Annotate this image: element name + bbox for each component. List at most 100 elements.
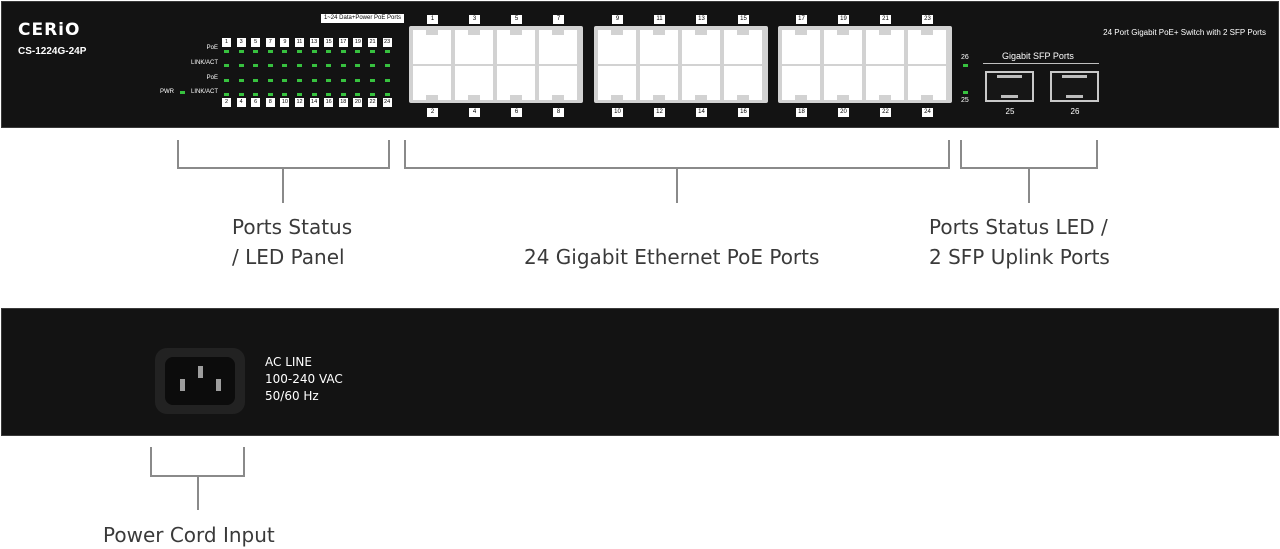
rj45-port-18[interactable] — [782, 66, 820, 100]
sfp-port-number: 26 — [1070, 107, 1080, 116]
led-port-number: 23 — [382, 38, 392, 47]
status-led — [297, 64, 302, 67]
port-number: 1 — [427, 15, 438, 24]
sfp-title-divider — [983, 63, 1099, 64]
rj45-port-3[interactable] — [455, 30, 493, 64]
status-led — [370, 64, 375, 67]
sfp-led-label-25: 25 — [961, 97, 969, 104]
status-led — [355, 50, 361, 53]
led-panel-bracket — [177, 140, 390, 169]
port-block-1 — [409, 26, 583, 103]
status-led — [311, 79, 317, 82]
status-led — [311, 93, 317, 96]
ac-voltage-label: 100-240 VAC — [265, 372, 343, 386]
led-port-number: 18 — [338, 98, 348, 107]
ac-frequency-label: 50/60 Hz — [265, 389, 319, 403]
led-port-number: 10 — [280, 98, 290, 107]
rj45-port-5[interactable] — [497, 30, 535, 64]
rj45-port-6[interactable] — [497, 66, 535, 100]
rj45-port-13[interactable] — [682, 30, 720, 64]
led-label-poe-top: PoE — [206, 45, 218, 51]
rj45-port-12[interactable] — [640, 66, 678, 100]
port-number: 9 — [612, 15, 623, 24]
led-port-number: 3 — [236, 38, 246, 47]
led-port-number: 15 — [324, 38, 334, 47]
status-led — [340, 79, 346, 82]
rj45-port-20[interactable] — [824, 66, 862, 100]
rj45-port-14[interactable] — [682, 66, 720, 100]
sfp-port-26[interactable] — [1050, 71, 1099, 102]
port-number: 6 — [511, 108, 522, 117]
status-led — [267, 50, 273, 53]
led-label-linkact-top: LINK/ACT — [190, 60, 218, 66]
brand-logo: CERiO — [18, 20, 81, 40]
led-port-number: 19 — [353, 38, 363, 47]
rj45-port-9[interactable] — [598, 30, 636, 64]
callout-ethernet-ports: 24 Gigabit Ethernet PoE Ports — [524, 245, 820, 269]
port-number: 22 — [880, 108, 891, 117]
rj45-port-17[interactable] — [782, 30, 820, 64]
status-led — [224, 50, 229, 53]
ethernet-bracket-stem — [676, 169, 678, 203]
led-port-number: 20 — [353, 98, 363, 107]
ac-rating-label: AC LINE 100-240 VAC 50/60 Hz — [265, 354, 343, 405]
status-led — [253, 79, 259, 82]
rj45-port-7[interactable] — [539, 30, 577, 64]
status-led — [384, 64, 390, 67]
status-led — [238, 64, 244, 67]
ac-pin-left — [180, 379, 185, 391]
sfp-led-25 — [963, 91, 968, 94]
rj45-port-10[interactable] — [598, 66, 636, 100]
callout-sfp-line1: Ports Status LED / — [929, 215, 1108, 239]
rj45-port-19[interactable] — [824, 30, 862, 64]
switch-rear-panel: AC LINE 100-240 VAC 50/60 Hz — [1, 308, 1279, 436]
port-number: 17 — [796, 15, 807, 24]
rj45-port-22[interactable] — [866, 66, 904, 100]
rj45-port-1[interactable] — [413, 30, 451, 64]
callout-led-panel-line2: / LED Panel — [232, 245, 345, 269]
rj45-port-8[interactable] — [539, 66, 577, 100]
callout-sfp-line2: 2 SFP Uplink Ports — [929, 245, 1110, 269]
port-number: 15 — [738, 15, 749, 24]
status-led — [267, 79, 273, 82]
callout-power-cord: Power Cord Input — [103, 523, 275, 547]
status-led — [384, 93, 390, 96]
rj45-port-24[interactable] — [908, 66, 946, 100]
status-led — [282, 64, 288, 67]
sfp-port-25[interactable] — [985, 71, 1034, 102]
port-number: 13 — [696, 15, 707, 24]
port-number: 20 — [838, 108, 849, 117]
sfp-led-label-26: 26 — [961, 54, 969, 61]
status-led — [282, 93, 288, 96]
status-led — [238, 93, 244, 96]
led-label-poe-bottom: PoE — [206, 75, 218, 81]
rj45-port-23[interactable] — [908, 30, 946, 64]
rj45-port-11[interactable] — [640, 30, 678, 64]
rj45-port-16[interactable] — [724, 66, 762, 100]
pwr-led — [180, 91, 185, 94]
led-port-number: 4 — [236, 98, 246, 107]
ac-power-socket[interactable] — [155, 348, 245, 414]
status-led — [355, 93, 361, 96]
rj45-port-4[interactable] — [455, 66, 493, 100]
status-led — [238, 79, 244, 82]
status-led — [311, 64, 317, 67]
port-number: 19 — [838, 15, 849, 24]
rj45-port-21[interactable] — [866, 30, 904, 64]
ethernet-bracket — [404, 140, 950, 169]
status-led — [340, 50, 346, 53]
switch-front-panel: CERiO CS-1224G-24P 24 Port Gigabit PoE+ … — [1, 1, 1279, 128]
power-bracket — [150, 447, 245, 477]
ac-pin-right — [216, 379, 221, 391]
port-number: 2 — [427, 108, 438, 117]
led-port-number: 22 — [368, 98, 377, 107]
led-port-number: 16 — [324, 98, 334, 107]
rj45-port-2[interactable] — [413, 66, 451, 100]
led-port-number: 7 — [265, 38, 275, 47]
status-led — [384, 50, 390, 53]
port-number: 11 — [654, 15, 665, 24]
led-port-number: 14 — [309, 98, 319, 107]
rj45-port-15[interactable] — [724, 30, 762, 64]
led-port-number: 5 — [251, 38, 261, 47]
status-led — [224, 93, 229, 96]
